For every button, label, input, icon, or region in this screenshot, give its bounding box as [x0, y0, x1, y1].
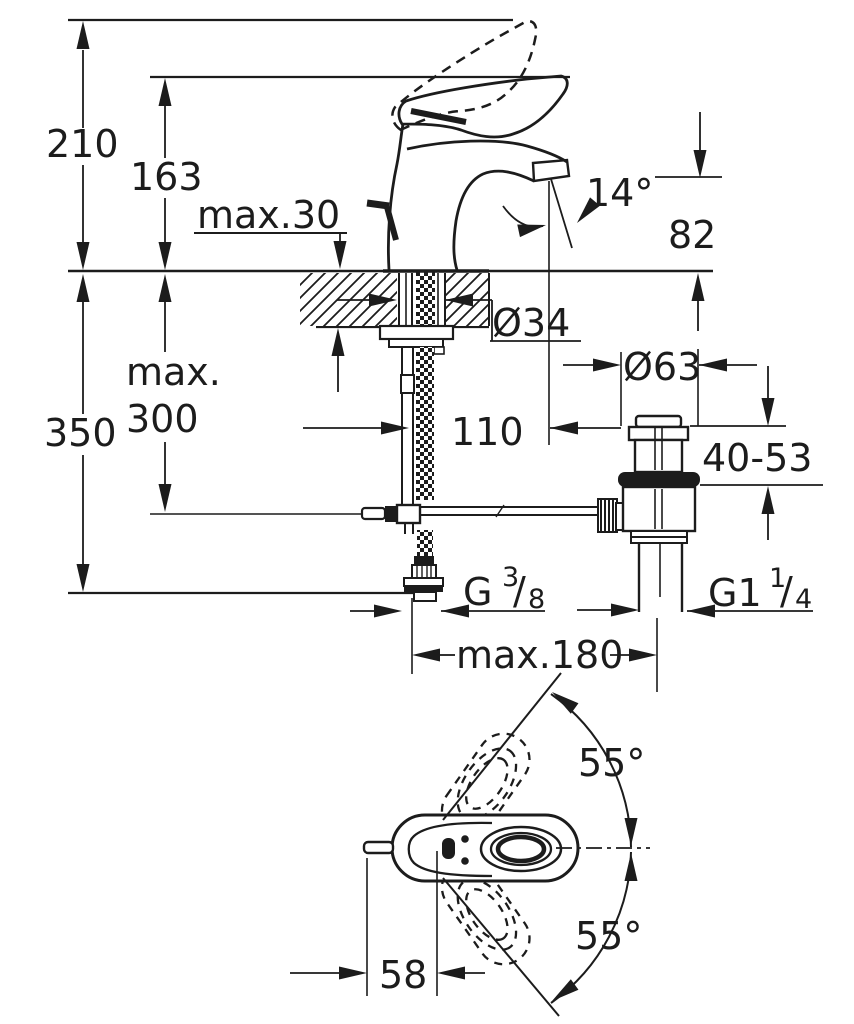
dim-label-deck-thickness: max.30 — [197, 193, 340, 237]
waste-seal-ring — [618, 472, 700, 487]
spout-underside — [452, 169, 535, 271]
spout-angle-annotation: 14° — [502, 171, 653, 445]
dim-label-handle-height: 163 — [130, 155, 203, 199]
dimension-40-53: 40-53 — [690, 366, 823, 540]
dimension-o34: Ø34 — [337, 293, 581, 345]
thread-waste-sub: 4 — [795, 584, 812, 615]
angle-arc — [502, 205, 544, 228]
pull-rod — [366, 199, 390, 210]
spout-top-edge — [406, 139, 568, 164]
waste-neck — [633, 438, 684, 474]
faucet-top-view: 55° 55° 58 — [290, 672, 650, 1017]
thread-waste-slash: / — [780, 569, 793, 613]
body-back-edge — [386, 123, 405, 271]
hose-nut-ridged — [411, 564, 437, 579]
dimension-o63: Ø63 — [563, 345, 757, 426]
dim-label-spout-height: 82 — [668, 213, 716, 257]
linkage-knob — [597, 498, 618, 533]
pop-up-waste-valve — [597, 414, 700, 612]
thread-supply-sub: 8 — [528, 584, 545, 615]
handle-gap-shadow — [410, 108, 467, 125]
dimension-110: 110 — [303, 410, 621, 454]
handle-plan-inner — [407, 821, 493, 878]
rod-joint-tick — [495, 504, 505, 518]
dim-label-linkage-reach: max.180 — [456, 633, 623, 677]
dim-label-spout-offset: 58 — [379, 953, 427, 997]
dim-label-spout-angle: 14° — [586, 171, 653, 215]
marker-dot-hot — [461, 835, 469, 843]
dim-label-overall-height: 210 — [46, 122, 119, 166]
handle-raised-dashed — [391, 19, 538, 132]
rod-clamp — [385, 506, 397, 522]
spout-tip-plan — [362, 840, 395, 855]
swivel-line-upper — [442, 672, 562, 821]
thread-supply-main: G — [463, 570, 492, 614]
thread-supply-sup: 3 — [502, 562, 519, 593]
dimension-58: 58 — [290, 851, 485, 997]
braided-hose-lower — [417, 530, 433, 557]
dim-label-waste-diameter: Ø63 — [623, 345, 701, 389]
handle-loop-inner — [495, 834, 547, 864]
dim-label-swivel-upper: 55° — [578, 741, 645, 785]
pop-up-linkage-rod — [420, 504, 597, 518]
dimension-210: 210 — [46, 21, 119, 270]
rod-clip — [400, 374, 415, 394]
dimension-g114: G1 1 / 4 — [577, 563, 813, 618]
thread-waste-sup: 1 — [769, 563, 786, 594]
faucet-side-view — [366, 19, 571, 273]
dim-label-hole-diameter: Ø34 — [492, 301, 570, 345]
marker-dot-cold — [461, 857, 469, 865]
aerator — [531, 158, 571, 183]
spout-angle-line — [550, 178, 573, 249]
handle-lever — [397, 74, 569, 139]
dim-label-hose-depth-prefix: max. — [126, 350, 221, 394]
swivel-line-lower — [442, 877, 560, 1017]
dim-label-swivel-lower: 55° — [575, 914, 642, 958]
braided-hose-upper — [416, 347, 434, 500]
waste-body — [621, 485, 697, 533]
dimension-max180: max.180 — [411, 598, 658, 692]
mounting-nut — [388, 338, 444, 348]
waste-plug-cap — [634, 414, 683, 429]
rod-end-cap — [360, 506, 387, 521]
mounting-flange — [378, 324, 455, 341]
dimension-g38: G 3 / 8 — [350, 562, 545, 618]
dimension-max300: max. 300 — [126, 274, 221, 512]
rod-joint-block — [395, 503, 422, 525]
dim-label-waste-range: 40-53 — [702, 436, 812, 480]
threaded-shank — [416, 272, 435, 328]
dimension-350: 350 — [44, 274, 117, 592]
dimension-163: 163 — [130, 78, 203, 270]
dim-label-hose-depth-value: 300 — [126, 397, 199, 441]
handle-loop-outer — [479, 825, 563, 873]
hose-thread-stub — [413, 591, 437, 602]
dimension-max30: max.30 — [194, 193, 347, 392]
supply-shank-and-hose — [360, 272, 455, 602]
dim-label-spout-projection: 110 — [451, 410, 524, 454]
thread-supply-slash: / — [513, 569, 526, 613]
dim-label-below-deck-depth: 350 — [44, 411, 117, 455]
hose-nut — [403, 577, 444, 587]
dimension-82: 82 — [655, 112, 722, 331]
cartridge-mark — [442, 838, 455, 859]
thread-waste-main: G1 — [708, 571, 762, 615]
